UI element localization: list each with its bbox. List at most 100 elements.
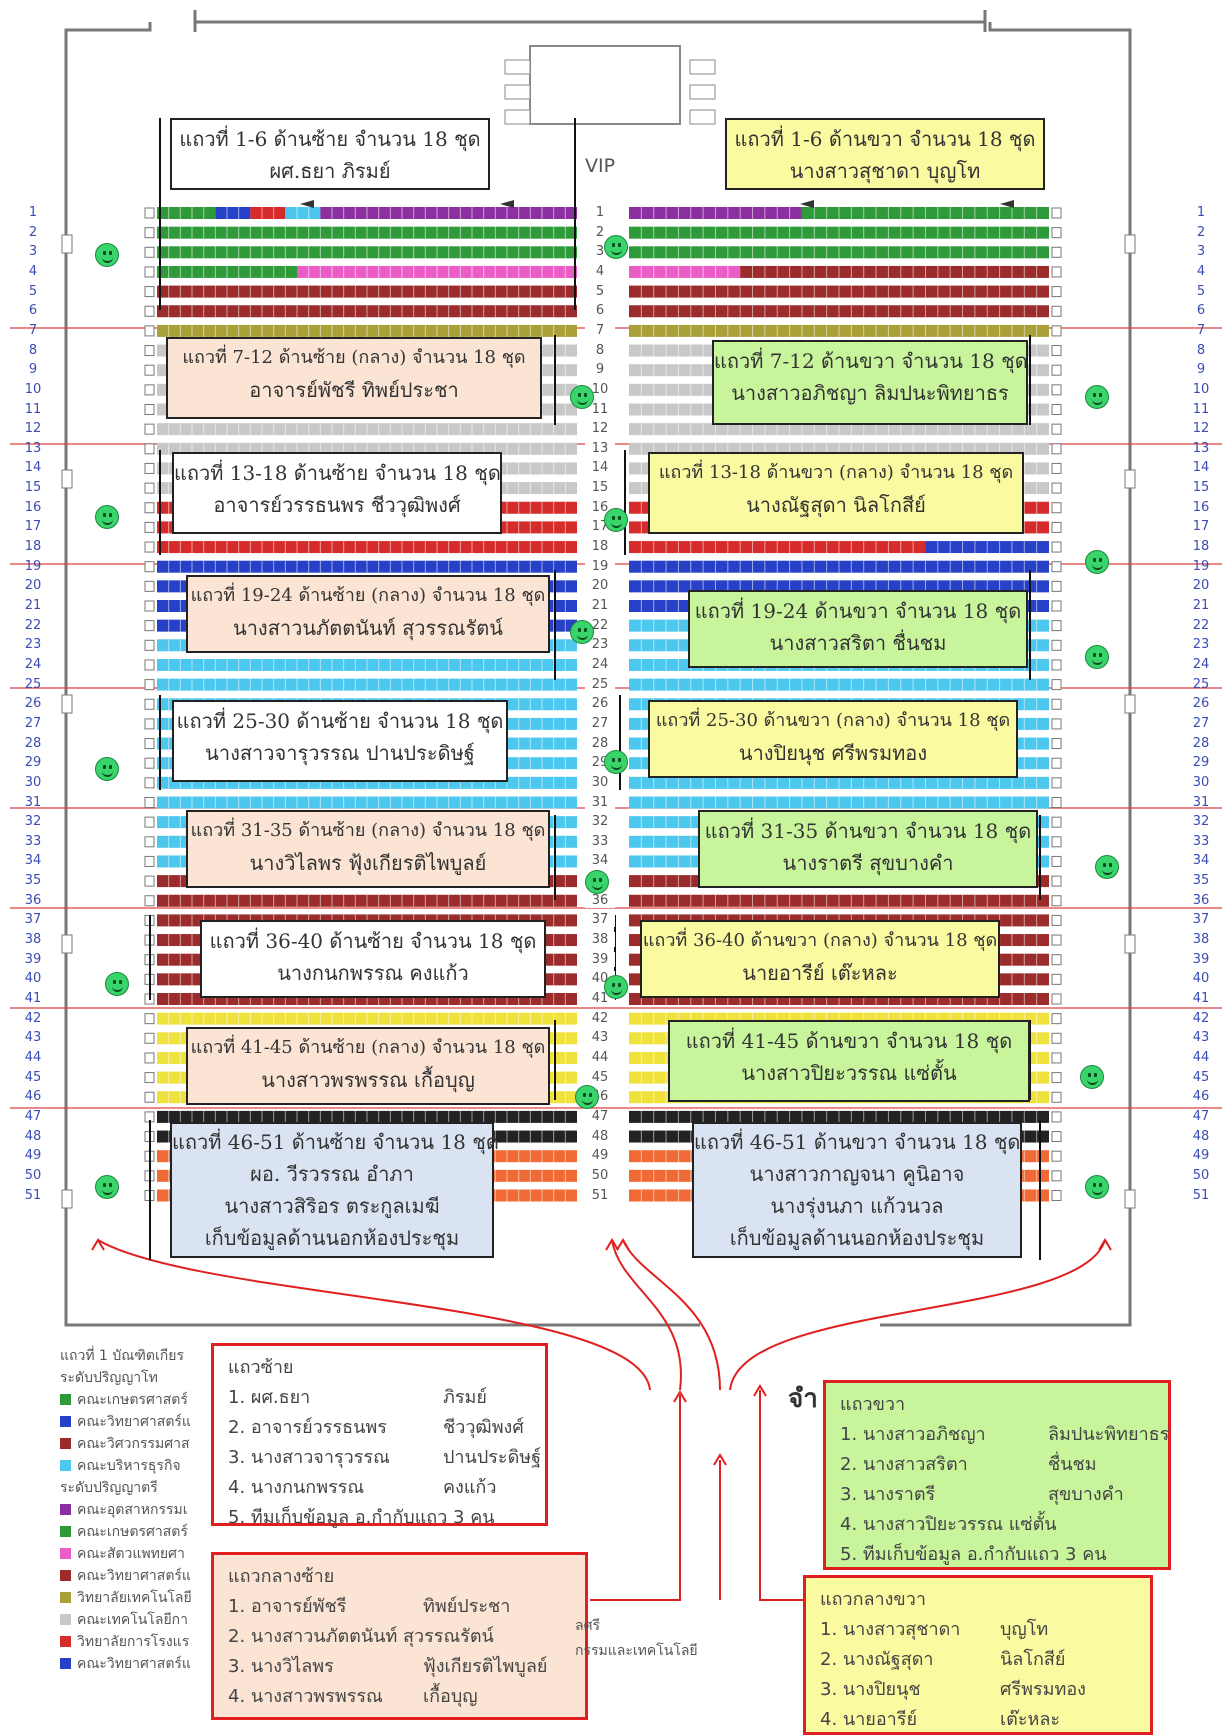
row-number: 7 [28,322,38,338]
row-number: 2 [28,224,38,240]
team-member: 1. นางสาวสุชาดาบุญโท [820,1614,1048,1643]
row-number: 20 [24,578,42,594]
total-heading-fragment: จำ [788,1384,818,1414]
arrow-head [753,1384,767,1397]
row-number: 9 [28,362,38,378]
assignment-box-left-25-30: แถวที่ 25-30 ด้านซ้าย จำนวน 18 ชุดนางสาว… [172,700,508,782]
row-number: 42 [24,1010,42,1026]
arrow-curve [729,1239,1106,1391]
legend-swatch [60,1658,71,1669]
seat-block [250,207,286,219]
row-number: 47 [24,1108,42,1124]
legend-label: คณะบริหารธุรกิจ [77,1458,181,1474]
box-title: แถวที่ 41-45 ด้านขวา จำนวน 18 ชุด [685,1029,1013,1053]
door [1124,234,1136,254]
legend-swatch [60,1460,71,1471]
member-surname: ชีววุฒิพงศ์ [443,1417,524,1438]
aisle-seat [1051,1091,1062,1103]
aisle-seat [1051,659,1062,671]
aisle-seat [1051,639,1062,651]
center-row-number: 51 [585,1187,615,1203]
arrow-head [713,1453,727,1466]
row-number: 48 [24,1128,42,1144]
aisle-seat [144,502,155,514]
aisle-seat [1051,600,1062,612]
aisle-seat [1051,1111,1062,1123]
center-row-number: 14 [585,460,615,476]
row-number: 22 [1192,617,1210,633]
row-number: 44 [1192,1049,1210,1065]
row-number: 12 [1192,421,1210,437]
smiley-face-icon [1095,855,1119,879]
door [61,469,73,489]
aisle-seat [144,482,155,494]
stair [504,84,531,100]
row-number: 11 [24,401,42,417]
row-number: 23 [24,637,42,653]
direction-arrow [500,200,514,208]
center-row-number: 9 [585,362,615,378]
assignment-box-left-46-51: แถวที่ 46-51 ด้านซ้าย จำนวน 18 ชุดผอ. วี… [170,1122,499,1258]
member-surname: คงแก้ว [443,1477,497,1498]
row-number: 31 [1192,794,1210,810]
legend-swatch [60,1394,71,1405]
row-number: 49 [1192,1148,1210,1164]
stair [689,84,716,100]
aisle-seat [144,718,155,730]
center-row-number: 18 [585,539,615,555]
member-name: 3. นางสาวจารุวรรณ [228,1447,390,1468]
assignment-box-right-31-35: แถวที่ 31-35 ด้านขวา จำนวน 18 ชุดนางราตร… [698,810,1038,888]
center-row-number: 15 [585,480,615,496]
member-name: 4. นางกนกพรรณ [228,1477,365,1498]
assignment-box-left-36-40: แถวที่ 36-40 ด้านซ้าย จำนวน 18 ชุดนางกนก… [200,920,546,998]
row-number: 37 [1192,912,1210,928]
assignment-box-right-41-45: แถวที่ 41-45 ด้านขวา จำนวน 18 ชุดนางสาวป… [668,1020,1030,1102]
row-number: 29 [24,755,42,771]
member-surname: ชื่นชม [1048,1454,1097,1475]
legend-fragment-b: กรรมและเทคโนโลยี [575,1643,698,1659]
center-row-number: 20 [585,578,615,594]
box-staff-line: นางราตรี สุขบางคำ [782,851,954,875]
row-number: 1 [1196,205,1206,220]
center-row-number: 31 [585,794,615,810]
smiley-face-icon [1085,645,1109,669]
row-number: 31 [24,794,42,810]
box-title: แถวที่ 31-35 ด้านขวา จำนวน 18 ชุด [704,819,1032,843]
center-row-number: 25 [585,676,615,692]
smiley-face-icon [575,1085,599,1109]
legend-item: คณะวิทยาศาสตร์แ [60,1411,220,1433]
arrow-line [590,1395,681,1601]
row-number: 44 [24,1049,42,1065]
row-number: 26 [1192,696,1210,712]
aisle-seat [144,305,155,317]
stair [504,109,531,125]
team-member: 1. อาจารย์พัชรีทิพย์ประชา [228,1591,510,1620]
aisle-seat [1051,698,1062,710]
aisle-seat [144,639,155,651]
row-number: 14 [1192,460,1210,476]
legend-swatch [60,1614,71,1625]
row-number: 8 [1196,342,1206,358]
row-number: 5 [28,283,38,299]
team-member: 4. นายอารีย์เต๊ะหละ [820,1704,1060,1733]
member-name: 5. ทีมเก็บข้อมูล อ.กำกับแถว 3 คน [840,1544,1107,1565]
center-row-number: 45 [585,1069,615,1085]
legend-label: คณะวิทยาศาสตร์แ [77,1414,191,1430]
aisle-seat [1051,384,1062,396]
assignment-box-right-7-12: แถวที่ 7-12 ด้านขวา จำนวน 18 ชุดนางสาวอภ… [712,340,1028,425]
row-number: 15 [1192,480,1210,496]
box-title: แถวที่ 46-51 ด้านซ้าย จำนวน 18 ชุด [172,1130,499,1154]
aisle-seat [1051,757,1062,769]
row-number: 2 [1196,224,1206,240]
center-row-number: 21 [585,598,615,613]
member-name: 4. นางสาวปิยะวรรณ แซ่ตั้น [840,1514,1057,1535]
aisle-seat [1051,836,1062,848]
row-number: 21 [24,598,42,613]
legend-item: ระดับปริญญาตรี [60,1477,220,1499]
center-row-number: 4 [585,263,615,279]
member-surname: ฟุ้งเกียรติไพบูลย์ [423,1656,548,1677]
center-row-number: 37 [585,912,615,928]
row-number: 25 [1192,676,1210,692]
